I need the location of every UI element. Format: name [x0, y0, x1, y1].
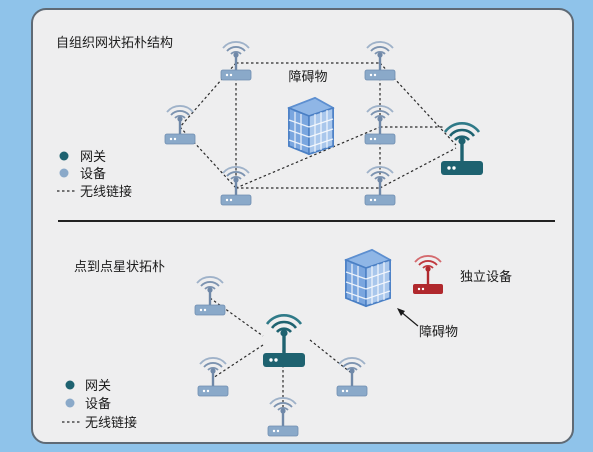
star-obstacle-icon [345, 249, 391, 307]
mesh-legend: 网关 设备 无线链接 [57, 150, 132, 200]
star-legend: 网关 设备 无线链接 [62, 379, 137, 431]
panel [31, 8, 574, 444]
star-obstacle-label: 障碍物 [419, 325, 458, 340]
legend-link-label: 无线链接 [85, 415, 137, 431]
legend-device-dot [65, 398, 75, 408]
star-title: 点到点星状拓朴 [74, 260, 165, 275]
legend-device-label: 设备 [85, 396, 111, 412]
legend-link-label: 无线链接 [80, 184, 132, 200]
legend-device-label: 设备 [80, 166, 106, 182]
mesh-obstacle-icon [288, 97, 334, 155]
standalone-device-label: 独立设备 [460, 269, 512, 285]
obstacle-pointer-arrowhead [397, 308, 405, 316]
legend-gateway-dot [59, 151, 69, 161]
mesh-title: 自组织网状拓朴结构 [56, 36, 173, 51]
legend-gateway-label: 网关 [85, 379, 111, 394]
legend-gateway-dot [65, 380, 75, 390]
mesh-obstacle-label: 障碍物 [288, 70, 327, 85]
legend-gateway-label: 网关 [80, 150, 106, 165]
legend-device-dot [59, 168, 69, 178]
mesh-links [179, 62, 457, 189]
